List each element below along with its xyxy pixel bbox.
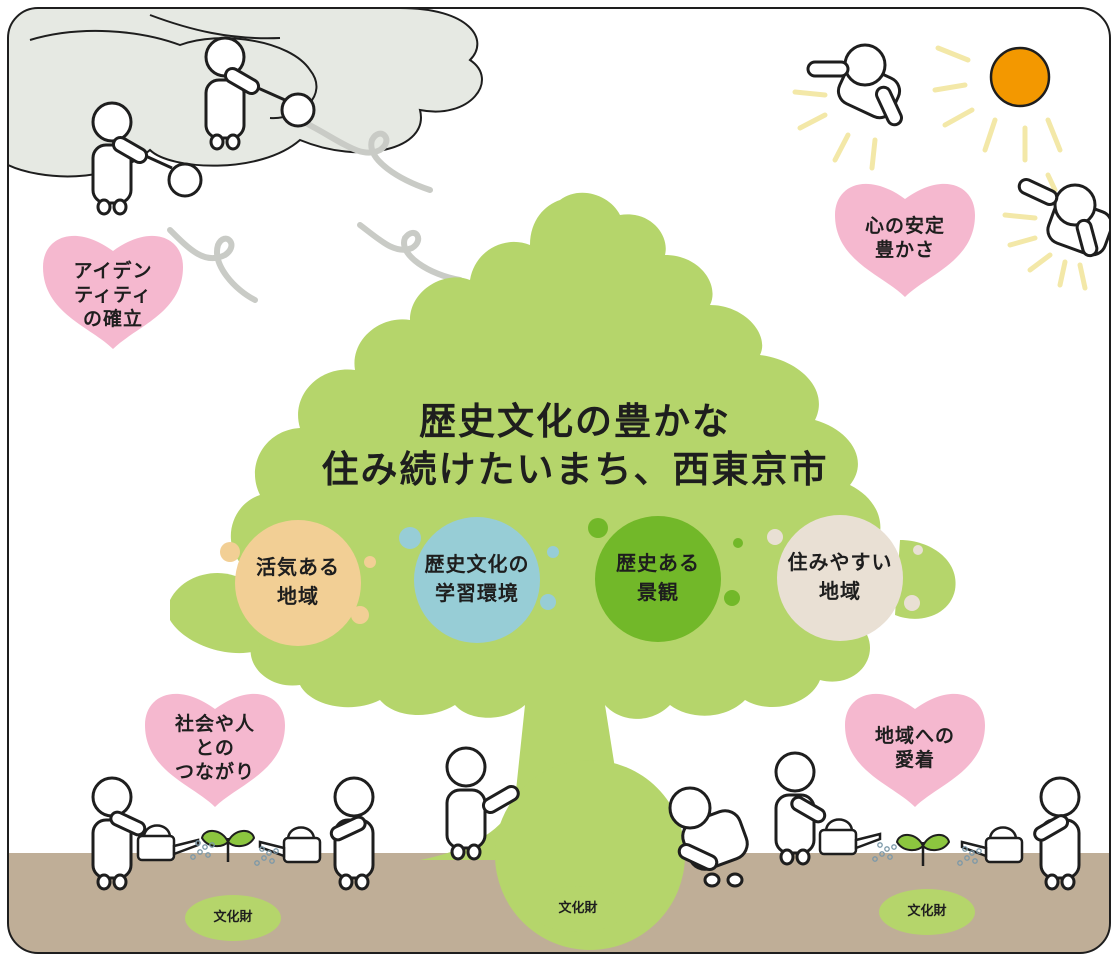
value-circle-4 — [767, 515, 923, 641]
person-icon — [806, 43, 903, 127]
value-label-4: 住みやすい 地域 — [787, 550, 893, 603]
heart-label-1: アイデン ティティ の確立 — [73, 260, 153, 330]
person-icon — [91, 101, 203, 216]
cultural-property-label-3: 文化財 — [907, 904, 947, 919]
person-icon — [204, 36, 316, 151]
cultural-property-oval-1 — [185, 895, 281, 941]
heart-label-2: 心の安定 豊かさ — [864, 215, 945, 261]
frame-border — [7, 7, 1111, 954]
value-label-1: 活気ある 地域 — [256, 555, 340, 608]
title-line-2: 住み続けたいまち、西東京市 — [321, 448, 829, 491]
value-label-2: 歴史文化の 学習環境 — [424, 552, 530, 605]
person-icon — [91, 776, 133, 891]
person-icon — [1017, 178, 1110, 258]
person-icon — [445, 746, 487, 861]
value-circle-1 — [220, 520, 376, 646]
cultural-property-label-1: 文化財 — [213, 910, 253, 925]
heart-label-3: 社会や人 との つながり — [174, 713, 255, 783]
title-line-1: 歴史文化の豊かな — [419, 400, 731, 443]
value-circle-2 — [399, 517, 559, 643]
wind-icon — [167, 117, 463, 303]
cultural-property-oval-3 — [879, 889, 975, 935]
value-label-3: 歴史ある 景観 — [616, 551, 700, 604]
heart-label-4: 地域への 愛着 — [874, 725, 955, 771]
cultural-property-label-2: 文化財 — [558, 901, 598, 916]
cultural-property-oval-2 — [530, 886, 626, 932]
sun-icon — [792, 45, 1088, 291]
tree-canopy — [170, 192, 956, 950]
person-arms — [109, 785, 1070, 842]
value-circle-3 — [588, 516, 743, 642]
person-icon — [668, 786, 749, 888]
